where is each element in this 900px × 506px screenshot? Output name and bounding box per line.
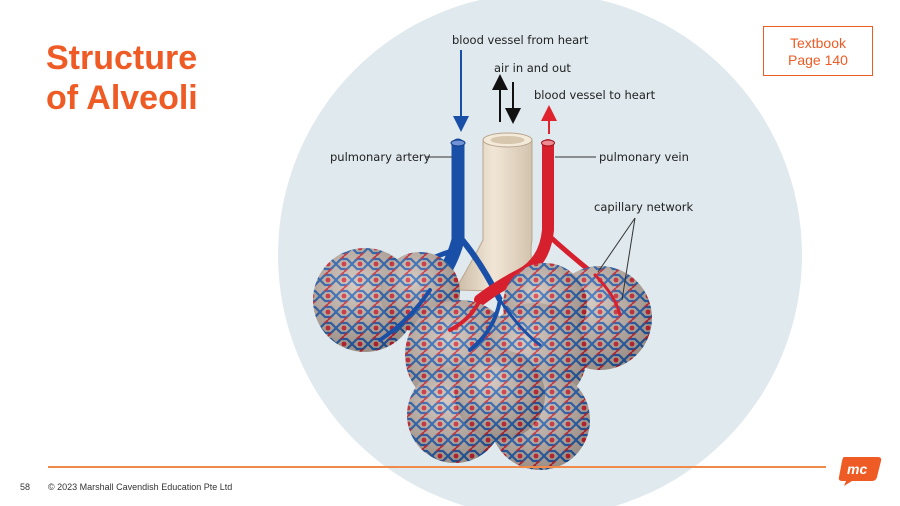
branch-vessels xyxy=(378,273,622,352)
label-vessel-to-heart: blood vessel to heart xyxy=(534,88,656,102)
reference-line-2: Page 140 xyxy=(788,52,848,68)
label-pulmonary-artery: pulmonary artery xyxy=(330,150,431,164)
capillary-leader-1 xyxy=(597,217,636,273)
title-line-2: of Alveoli xyxy=(46,79,198,117)
title-line-1: Structure xyxy=(46,39,198,77)
label-vessel-from-heart: blood vessel from heart xyxy=(452,33,589,47)
label-pulmonary-vein: pulmonary vein xyxy=(599,150,689,164)
copyright-text: © 2023 Marshall Cavendish Education Pte … xyxy=(48,482,233,492)
capillary-leader-2 xyxy=(621,217,636,301)
footer-divider xyxy=(48,466,826,468)
textbook-reference-box: Textbook Page 140 xyxy=(763,26,873,76)
alveolar-sacs xyxy=(313,248,652,470)
reference-line-1: Textbook xyxy=(789,35,847,51)
label-air: air in and out xyxy=(494,61,571,75)
slide-title: Structure of Alveoli xyxy=(46,38,198,118)
page-number: 58 xyxy=(20,482,31,492)
label-capillary-network: capillary network xyxy=(594,200,694,214)
logo-text: mc xyxy=(847,461,867,477)
mc-logo: mc xyxy=(838,457,882,486)
